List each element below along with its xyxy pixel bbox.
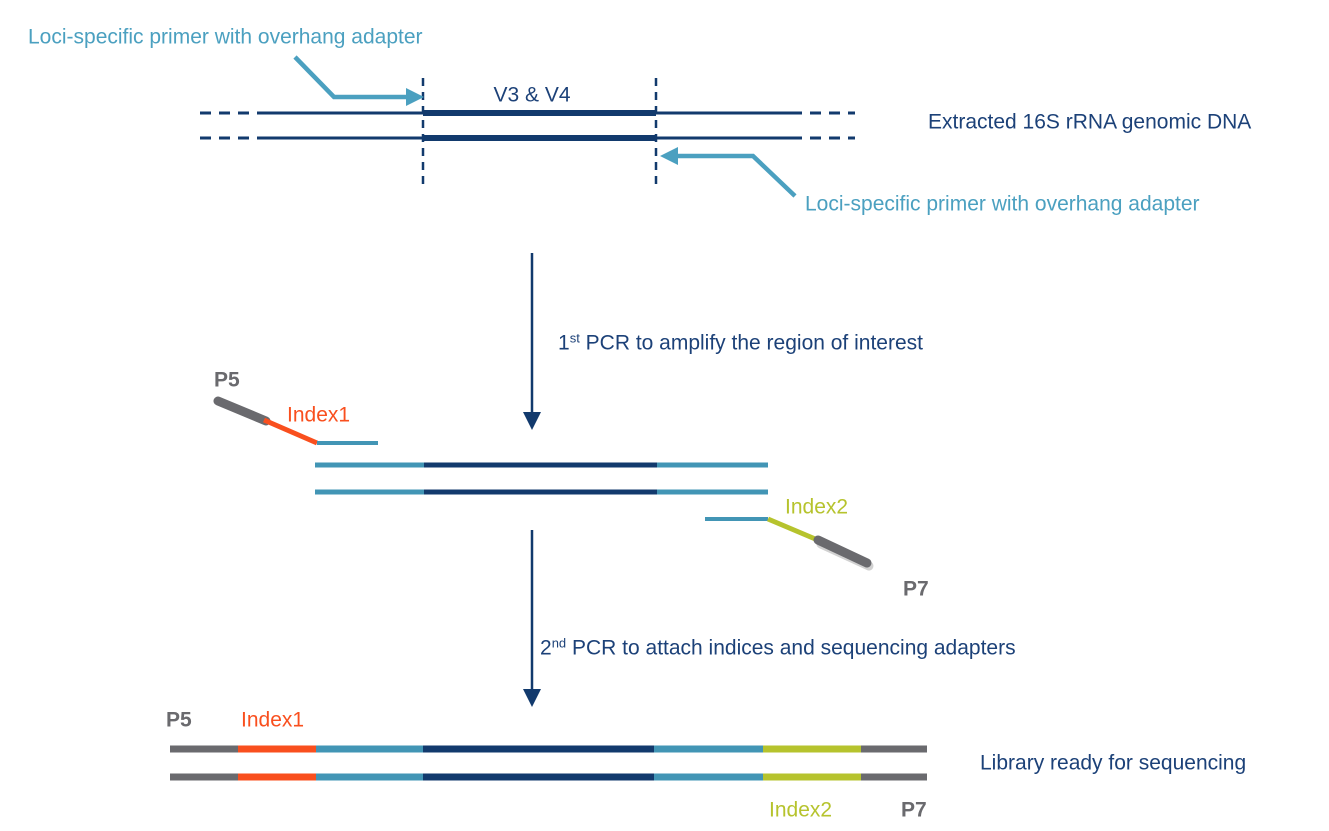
v3-v4-region-label: V3 & V4 bbox=[493, 83, 571, 107]
step2-arrow bbox=[523, 530, 541, 707]
library-ready-label: Library ready for sequencing bbox=[980, 751, 1247, 775]
p7-label-library: P7 bbox=[901, 798, 927, 822]
loci-primer-label-bottom: Loci-specific primer with overhang adapt… bbox=[805, 192, 1200, 216]
loci-primer-label-top: Loci-specific primer with overhang adapt… bbox=[28, 25, 423, 49]
step1-text: PCR to amplify the region of interest bbox=[579, 331, 923, 355]
p7-label-mid: P7 bbox=[903, 577, 929, 601]
p5-label-library: P5 bbox=[166, 708, 192, 732]
step2-text: PCR to attach indices and sequencing ada… bbox=[566, 636, 1016, 660]
step1-ordinal: st bbox=[569, 330, 580, 346]
step1-arrow bbox=[523, 253, 541, 430]
primer-callout-arrow-bottom bbox=[660, 147, 797, 198]
extracted-dna-label: Extracted 16S rRNA genomic DNA bbox=[928, 110, 1252, 134]
step2-label: 2nd PCR to attach indices and sequencing… bbox=[540, 635, 1016, 660]
region-boundary-dashed-lines bbox=[421, 78, 658, 188]
p7-index2-primer bbox=[705, 516, 874, 571]
index2-label-library: Index2 bbox=[769, 798, 833, 822]
step2-number: 2 bbox=[540, 636, 552, 660]
step1-number: 1 bbox=[558, 331, 570, 355]
primer-callout-arrow-top bbox=[293, 55, 424, 106]
index1-label-library: Index1 bbox=[241, 708, 305, 732]
step2-ordinal: nd bbox=[551, 635, 567, 651]
step1-label: 1st PCR to amplify the region of interes… bbox=[558, 330, 923, 355]
index1-label-mid: Index1 bbox=[287, 403, 351, 427]
index2-label-mid: Index2 bbox=[785, 495, 849, 519]
p5-label-mid: P5 bbox=[214, 368, 240, 392]
p5-index1-primer bbox=[213, 396, 378, 446]
